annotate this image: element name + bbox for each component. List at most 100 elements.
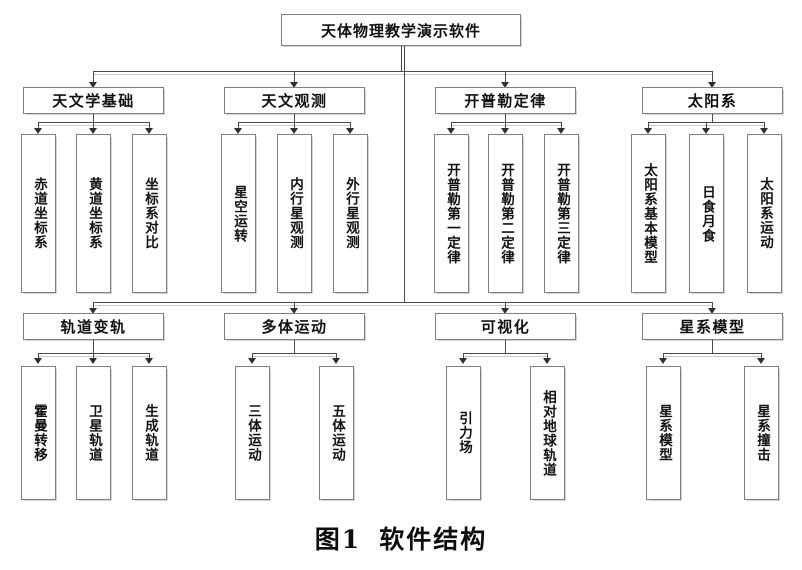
arrow-leaf-7-1: [757, 358, 765, 364]
node-leaf-label: 开普勒第一定律: [444, 162, 461, 265]
connector-leaf-1-0-drop: [238, 122, 239, 130]
node-leaf-label: 太阳系基本模型: [641, 162, 658, 265]
node-section-visualization[interactable]: 可视化: [435, 313, 576, 340]
arrow-section-1: [290, 82, 298, 88]
node-leaf-label: 日食月食: [699, 184, 716, 243]
node-section-label: 可视化: [480, 318, 531, 336]
connector-section-7-drop: [712, 302, 713, 310]
node-leaf-galaxy-collision[interactable]: 星系撞击: [744, 366, 779, 500]
arrow-leaf-4-0: [34, 358, 42, 364]
node-section-orbit-transfer[interactable]: 轨道变轨: [23, 313, 164, 340]
node-leaf-starry-sky-rotation[interactable]: 星空运转: [221, 134, 256, 293]
connector-group-7-bus-shadow: [663, 356, 761, 357]
connector-group-5-stem: [294, 340, 295, 353]
node-leaf-label: 星空运转: [231, 184, 248, 243]
arrow-leaf-5-0: [248, 358, 256, 364]
node-section-label: 开普勒定律: [464, 92, 547, 110]
connector-section-3-drop: [712, 71, 713, 82]
connector-section-4-drop: [93, 302, 94, 310]
node-leaf-label: 生成轨道: [142, 404, 159, 462]
connector-leaf-4-1-drop: [93, 353, 94, 360]
arrow-leaf-1-1: [290, 128, 298, 134]
node-leaf-inner-planet-observation[interactable]: 内行星观测: [277, 134, 312, 293]
node-leaf-label: 相对地球轨道: [540, 389, 557, 477]
node-leaf-label: 引力场: [456, 411, 473, 455]
node-leaf-outer-planet-observation[interactable]: 外行星观测: [333, 134, 368, 293]
node-leaf-generate-orbit[interactable]: 生成轨道: [132, 366, 167, 500]
connector-group-4-stem: [93, 340, 94, 353]
connector-leaf-5-1-drop: [336, 353, 337, 360]
node-section-label: 天文观测: [261, 92, 328, 110]
connector-leaf-4-2-drop: [149, 353, 150, 360]
arrow-section-6: [501, 308, 509, 314]
connector-section-0-drop: [93, 71, 94, 82]
node-leaf-ecliptic-coordinate-system[interactable]: 黄道坐标系: [76, 134, 111, 293]
node-leaf-kepler-second-law[interactable]: 开普勒第二定律: [488, 134, 523, 293]
node-section-kepler-laws[interactable]: 开普勒定律: [435, 87, 576, 114]
node-root[interactable]: 天体物理教学演示软件: [281, 14, 521, 46]
connector-group-6-bus-shadow: [463, 356, 547, 357]
node-section-galaxy-model[interactable]: 星系模型: [642, 313, 783, 340]
node-leaf-kepler-first-law[interactable]: 开普勒第一定律: [434, 134, 469, 293]
connector-leaf-5-0-drop: [252, 353, 253, 360]
node-leaf-equatorial-coordinate-system[interactable]: 赤道坐标系: [21, 134, 56, 293]
node-section-n-body-motion[interactable]: 多体运动: [224, 313, 365, 340]
arrow-leaf-4-1: [89, 358, 97, 364]
connector-section-5-drop: [294, 302, 295, 310]
connector-leaf-3-1-drop: [706, 122, 707, 130]
connector-group-0-stem: [93, 114, 94, 122]
node-leaf-gravitational-field[interactable]: 引力场: [446, 366, 481, 500]
node-leaf-label: 坐标系对比: [142, 177, 159, 250]
node-leaf-coordinate-system-comparison[interactable]: 坐标系对比: [132, 134, 167, 293]
node-leaf-label: 外行星观测: [343, 177, 360, 250]
connector-bus-row4-shadow: [93, 305, 712, 306]
arrow-leaf-0-2: [145, 128, 153, 134]
arrow-leaf-1-2: [346, 128, 354, 134]
connector-group-2-bus: [451, 122, 561, 123]
arrow-leaf-6-1: [543, 358, 551, 364]
node-section-label: 星系模型: [679, 318, 746, 336]
node-leaf-solar-system-motion[interactable]: 太阳系运动: [747, 134, 782, 293]
arrow-leaf-3-1: [702, 128, 710, 134]
connector-group-1-stem: [294, 114, 295, 122]
node-leaf-kepler-third-law[interactable]: 开普勒第三定律: [544, 134, 579, 293]
arrow-section-3: [708, 82, 716, 88]
node-leaf-label: 开普勒第三定律: [554, 162, 571, 265]
node-leaf-satellite-orbit[interactable]: 卫星轨道: [76, 366, 111, 500]
node-leaf-solar-system-basic-model[interactable]: 太阳系基本模型: [631, 134, 666, 293]
arrow-leaf-0-0: [34, 128, 42, 134]
arrow-leaf-1-0: [234, 128, 242, 134]
node-leaf-hohmann-transfer[interactable]: 霍曼转移: [21, 366, 56, 500]
node-leaf-galaxy-model[interactable]: 星系模型: [646, 366, 681, 500]
node-leaf-three-body-motion[interactable]: 三体运动: [235, 366, 270, 500]
node-leaf-label: 内行星观测: [287, 177, 304, 250]
connector-bus-row2-shadow: [93, 74, 712, 75]
arrow-leaf-6-0: [459, 358, 467, 364]
node-leaf-label: 赤道坐标系: [31, 177, 48, 250]
connector-section-6-drop: [505, 302, 506, 310]
node-leaf-solar-lunar-eclipse[interactable]: 日食月食: [689, 134, 724, 293]
arrow-leaf-2-1: [501, 128, 509, 134]
node-leaf-five-body-motion[interactable]: 五体运动: [319, 366, 354, 500]
node-section-astronomy-basics[interactable]: 天文学基础: [23, 87, 164, 114]
connector-leaf-2-2-drop: [561, 122, 562, 130]
node-leaf-label: 三体运动: [245, 404, 262, 462]
node-leaf-relative-earth-orbit[interactable]: 相对地球轨道: [530, 366, 565, 500]
node-section-astronomical-observation[interactable]: 天文观测: [224, 87, 365, 114]
connector-leaf-7-1-drop: [761, 353, 762, 360]
connector-root-stem: [401, 46, 402, 71]
connector-leaf-7-0-drop: [663, 353, 664, 360]
connector-leaf-0-0-drop: [38, 122, 39, 130]
node-section-label: 太阳系: [687, 92, 738, 110]
node-section-solar-system[interactable]: 太阳系: [642, 87, 783, 114]
arrow-leaf-5-1: [332, 358, 340, 364]
node-section-label: 多体运动: [261, 318, 328, 336]
arrow-leaf-4-2: [145, 358, 153, 364]
arrow-leaf-2-0: [447, 128, 455, 134]
connector-group-5-bus: [252, 353, 336, 354]
node-leaf-label: 星系模型: [656, 404, 673, 462]
connector-leaf-1-1-drop: [294, 122, 295, 130]
connector-section-1-drop: [294, 71, 295, 82]
connector-group-7-stem: [712, 340, 713, 353]
